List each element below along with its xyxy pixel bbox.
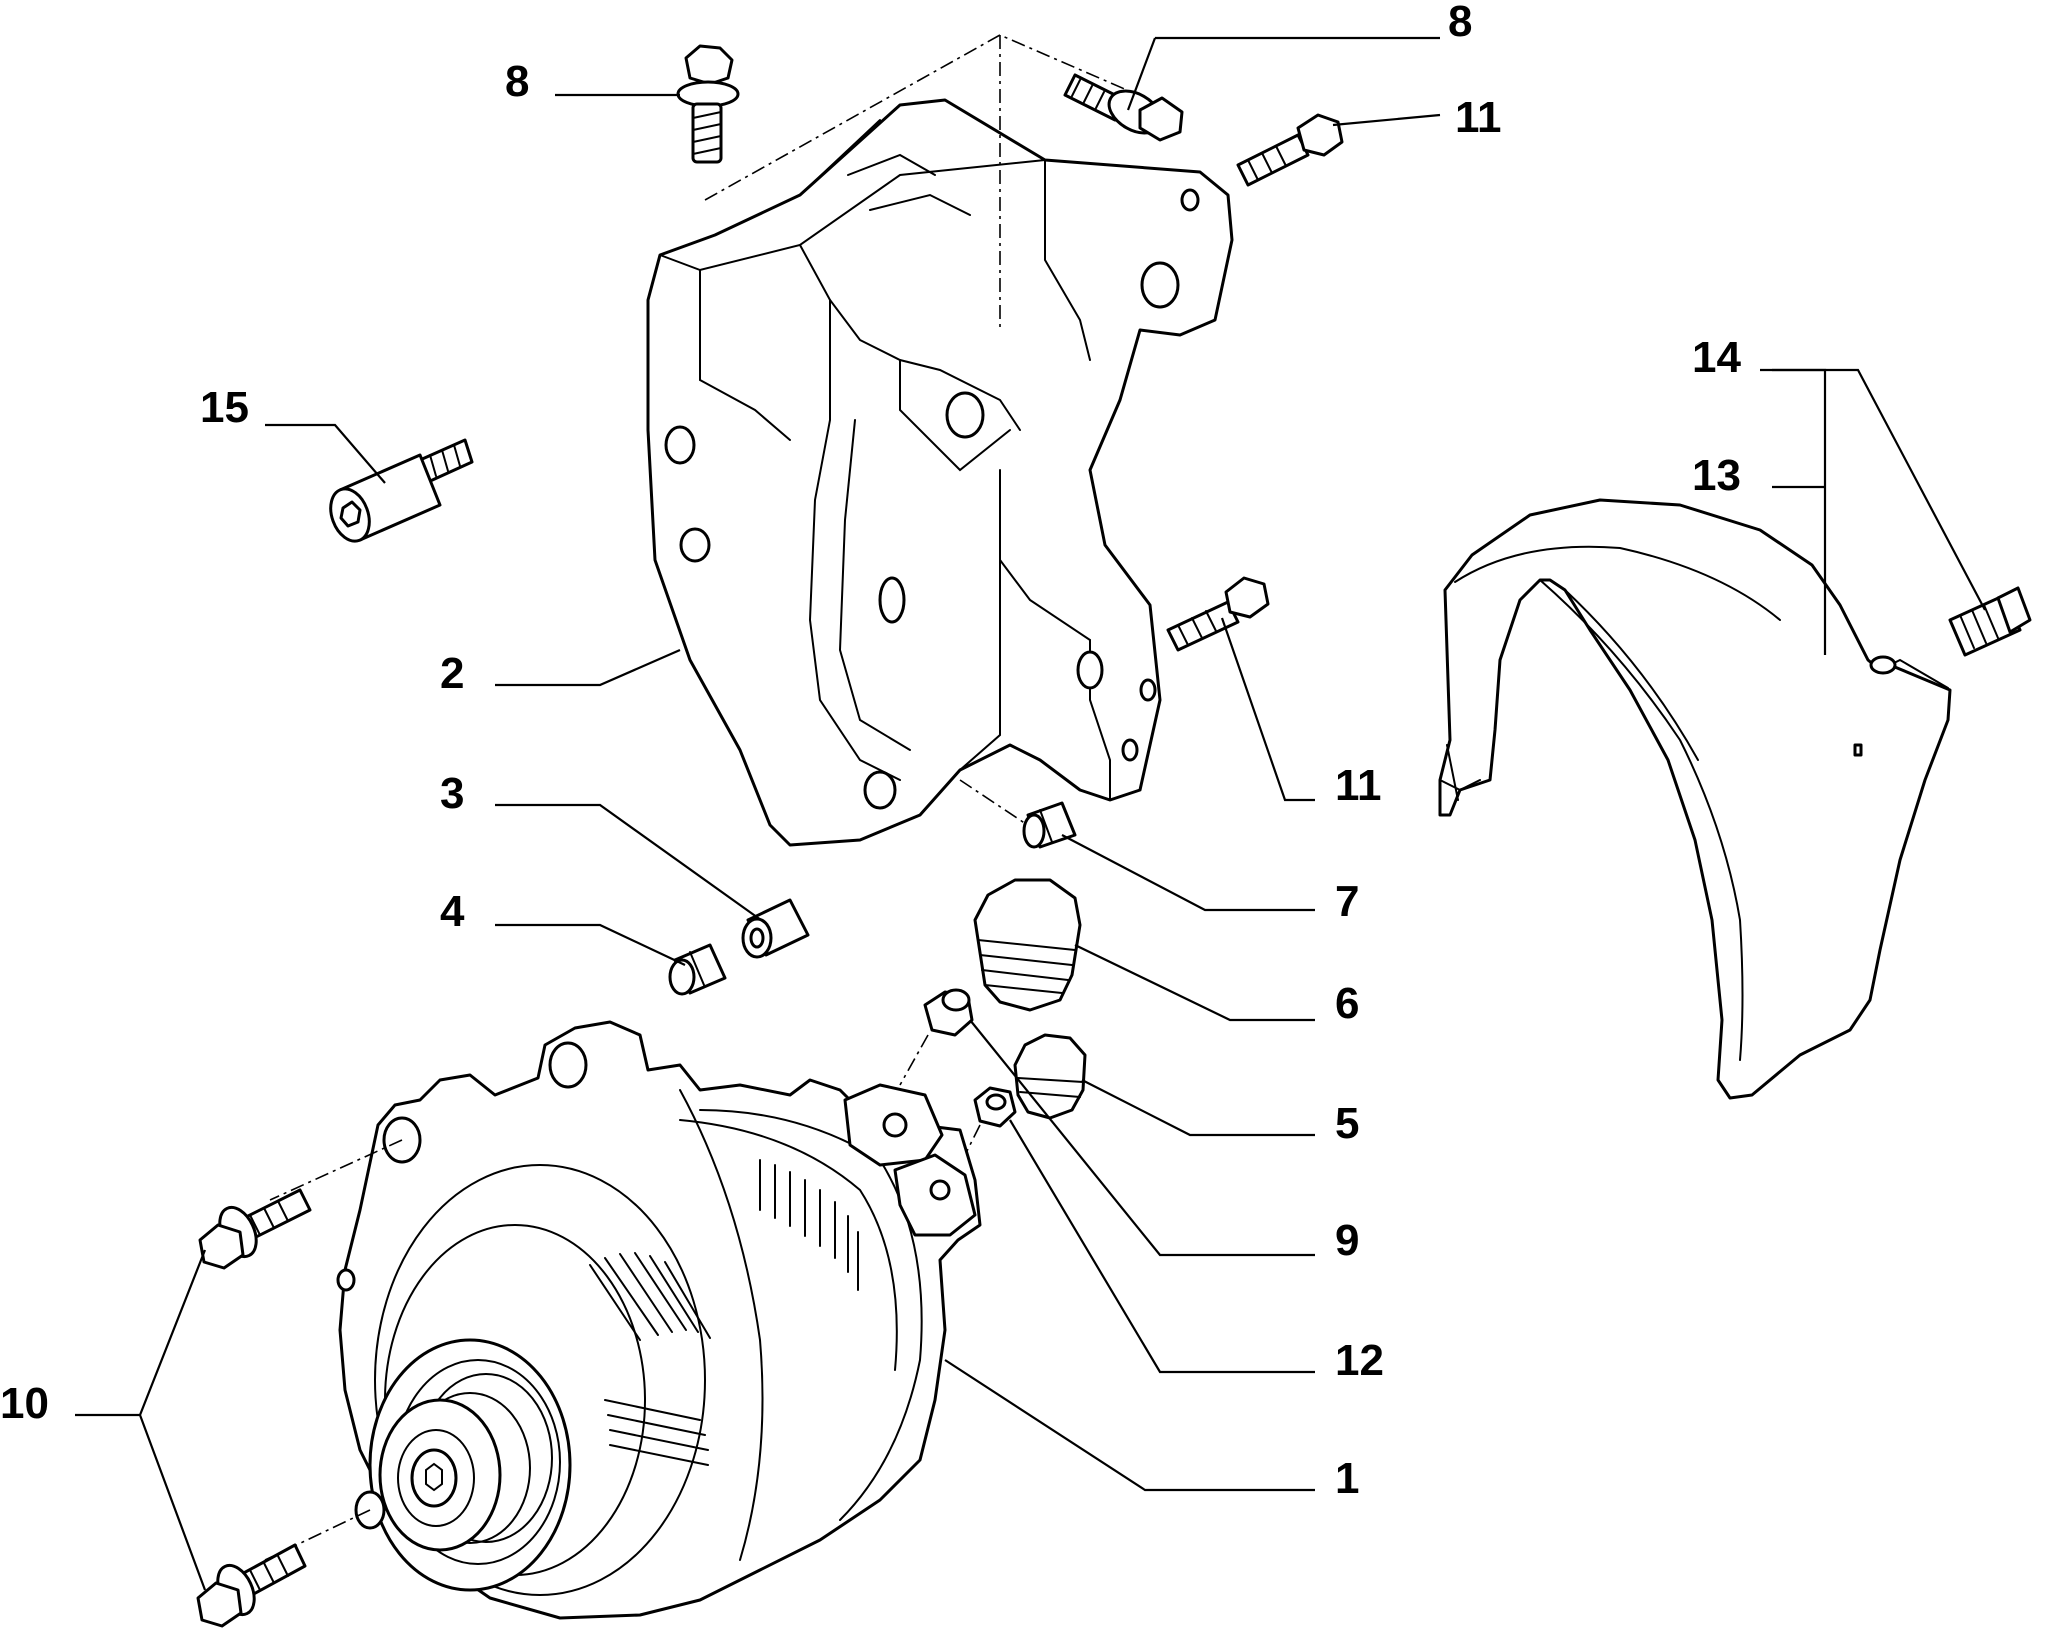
part-9-nut: [923, 988, 974, 1037]
part-13-guard: [1438, 498, 1952, 1100]
callout-labels: 8 8 11 15 14 13 2 11 3 7 4 6 5 9 12 10 1: [0, 0, 1741, 1503]
part-14-stud: [1948, 586, 2032, 657]
part-2-bracket: [646, 98, 1234, 847]
centerline-screw-lower: [264, 1509, 371, 1561]
callout-11-upper: 11: [1455, 93, 1502, 142]
callout-1: 1: [1335, 1454, 1359, 1503]
part-1-alternator: [336, 1020, 982, 1620]
callout-5: 5: [1335, 1099, 1359, 1148]
callout-7: 7: [1335, 877, 1359, 926]
callout-11-lower: 11: [1335, 761, 1382, 810]
callout-4: 4: [440, 887, 465, 936]
callout-13: 13: [1692, 451, 1741, 500]
centerline-nut-9: [899, 1034, 929, 1086]
centerline-bushing: [959, 779, 1036, 831]
callout-8-right: 8: [1448, 0, 1472, 46]
centerline-screw-upper: [269, 1139, 403, 1201]
leader-lines: [75, 36, 1986, 1591]
callout-6: 6: [1335, 979, 1359, 1028]
callout-12: 12: [1335, 1336, 1384, 1385]
callout-14: 14: [1692, 333, 1741, 382]
callout-10: 10: [0, 1379, 49, 1428]
part-11-bolt-lower: [1166, 576, 1270, 652]
centerline-top: [704, 34, 1151, 201]
part-4-sleeve: [668, 943, 727, 996]
part-12-nut: [973, 1086, 1017, 1128]
part-3-bush: [741, 898, 810, 959]
part-10-screw-upper: [198, 1188, 312, 1270]
callout-9: 9: [1335, 1216, 1359, 1265]
part-8-screw-top-left: [676, 44, 740, 164]
part-7-sleeve: [1022, 801, 1077, 849]
callout-3: 3: [440, 769, 464, 818]
part-10-screw-lower: [196, 1543, 307, 1628]
part-5-cap: [1013, 1033, 1087, 1120]
callout-2: 2: [440, 649, 464, 698]
callout-8-left: 8: [505, 57, 529, 106]
part-6-cap: [973, 878, 1082, 1012]
part-15-stud: [329, 438, 474, 543]
part-8-screw-top-right: [1063, 73, 1184, 142]
part-11-bolt-upper: [1236, 113, 1344, 187]
callout-15: 15: [200, 383, 249, 432]
